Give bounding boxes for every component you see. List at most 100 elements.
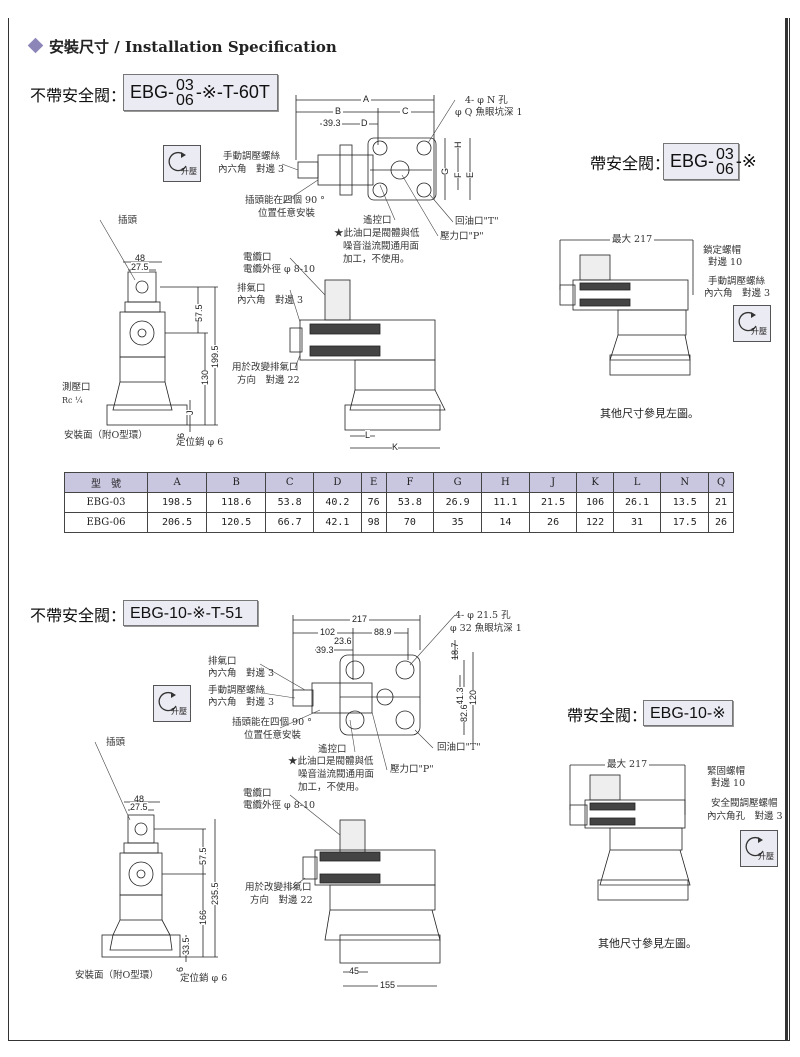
s1-cable-port-1: 電纜口 [243,252,272,263]
page-frame-right-border [785,18,788,1041]
s1-hole-note-1: 4- φ N 孔 [465,95,508,106]
rotate-label: 升壓 [758,852,774,861]
s2-dim-88-9: 88.9 [372,627,394,637]
s1-dim-c: C [400,106,411,116]
s1-no-safety-label: 不帶安全閥： [30,86,127,105]
s2-dim-235-5: 235.5 [210,882,220,905]
s2-right-view [569,764,691,901]
dimension-table: 型 號 A B C D E F G H J K L N Q EBG-03 198… [64,472,734,533]
clockwise-arrow-icon [738,311,757,332]
table-header: N [660,472,710,493]
s1-right-rotate-pressure-up-indicator: 升壓 [733,305,771,342]
s1-pressure-port: 壓力口"P" [440,231,484,242]
s2-right-max-217: 最大 217 [605,759,650,771]
table-cell: 70 [385,512,435,533]
table-cell: EBG-06 [64,512,148,533]
model-size-top: 03 [176,76,194,94]
table-row: EBG-06 206.5 120.5 66.7 42.1 98 70 35 14… [64,512,734,533]
s1-mount-face: 安裝面（附O型環） [64,430,148,441]
s2-dim-18-7: 18.7 [450,642,460,660]
s2-no-safety-label: 不帶安全閥： [30,606,127,625]
s1-hole-note-2: φ Q 魚眼坑深 1 [455,107,523,118]
s2-right-other-dims-note: 其他尺寸參見左圖。 [598,937,697,950]
s1-cable-port-2: 電纜外徑 φ 8-10 [243,264,316,275]
s2-change-vent-1: 用於改變排氣口 [245,882,312,893]
s2-dim-57-5: 57.5 [198,847,208,865]
s1-vent-port-2: 內六角 對邊 3 [237,295,304,306]
s2-right-lock-nut-1: 緊固螺帽 [707,766,746,777]
model-size-bottom: 06 [716,160,734,178]
table-cell: 26 [708,512,734,533]
s2-change-vent-2: 方向 對邊 22 [250,895,313,906]
s1-change-vent-1: 用於改變排氣口 [232,362,299,373]
s2-front-view [302,819,441,987]
s2-locating-pin: 定位銷 φ 6 [180,973,228,984]
s2-model-box: EBG-10-※-T-51 [123,600,258,626]
table-header: J [528,472,578,493]
s2-dim-27-5: 27.5 [130,802,148,812]
table-cell: 14 [481,512,530,533]
section-title: 安裝尺寸 / Installation Specification [27,36,337,57]
s2-return-port: 回油口"T" [437,742,481,753]
table-header: A [146,472,208,493]
s1-return-port: 回油口"T" [455,216,499,227]
s2-cable-port-2: 電纜外徑 φ 8-10 [243,800,316,811]
s2-hole-note-1: 4- φ 21.5 孔 [455,610,511,621]
s1-plug-note-2: 位置任意安裝 [258,208,316,219]
s1-leader-lines [99,99,456,369]
clockwise-arrow-icon [168,151,187,172]
s1-plug-label: 插頭 [118,215,138,226]
s1-front-view [289,279,446,449]
s1-vent-port-1: 排氣口 [237,283,266,294]
s2-plug-label: 插頭 [106,737,126,748]
s2-star-note-3: 加工，不使用。 [298,782,365,793]
model-suffix: -※ [735,151,757,171]
s1-right-lock-nut-1: 鎖定螺帽 [703,245,742,256]
s1-rotate-pressure-up-indicator: 升壓 [163,145,201,182]
s2-dim-155: 155 [378,980,398,990]
s1-gauge-port-1: 測壓口 [62,382,91,393]
rotate-label: 升壓 [751,327,767,336]
s2-safety-label: 帶安全閥： [567,706,648,725]
model-size-bottom: 06 [176,91,194,109]
s2-side-view [101,801,218,962]
s2-dim-102: 102 [318,627,338,637]
s1-right-max-217: 最大 217 [610,234,655,246]
s1-right-view [559,239,694,376]
s2-dim-82-6: 82.6 [459,704,469,722]
s2-right-rotate-pressure-up-indicator: 升壓 [740,830,778,867]
s1-gauge-port-2: Rc ¼ [62,396,83,405]
s2-leader-lines [94,614,456,891]
s2-cable-port-1: 電纜口 [243,788,272,799]
s1-manual-screw-2: 內六角 對邊 3 [218,164,285,175]
s2-right-screw-1: 安全閥調壓螺帽 [711,798,778,809]
table-cell: 122 [576,512,614,533]
rotate-label: 升壓 [171,707,187,716]
clockwise-arrow-icon [745,836,764,857]
s1-star-note-2: 噪音溢流閥通用面 [343,241,420,252]
table-cell: 66.7 [265,512,315,533]
s2-pressure-port: 壓力口"P" [390,764,434,775]
table-cell: 26 [528,512,578,533]
s1-dim-48: 48 [135,253,146,263]
model-prefix: EBG- [130,82,175,102]
table-header: L [612,472,662,493]
table-cell: 31 [612,512,662,533]
s2-dim-166: 166 [198,909,208,925]
s2-dim-120: 120 [468,689,478,705]
s2-star-note-2: 噪音溢流閥通用面 [298,769,375,780]
model-suffix: -※-T-60T [195,82,270,102]
table-header: K [576,472,614,493]
s1-change-vent-2: 方向 對邊 22 [237,375,300,386]
s2-dim-39-3: 39.3 [316,645,334,655]
s2-dim-48: 48 [134,794,145,804]
s1-dim-a: A [361,94,372,104]
s2-dim-217: 217 [350,614,370,624]
s2-plug-note-1: 插頭能在四個 90 ° [232,717,312,728]
model-prefix: EBG- [670,151,715,171]
s1-star-note-3: 加工，不使用。 [343,254,410,265]
